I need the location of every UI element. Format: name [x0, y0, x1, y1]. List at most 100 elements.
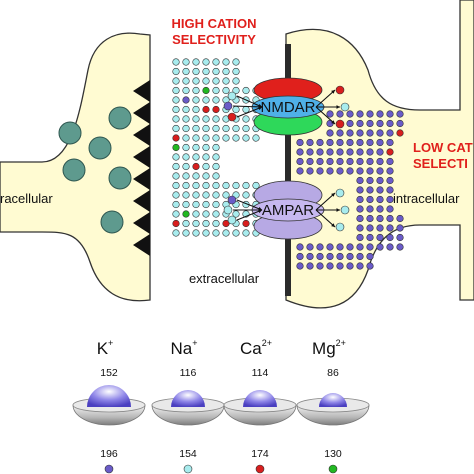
ion-dot: [182, 105, 190, 114]
ion-dot: [356, 129, 364, 137]
ion-dot: [172, 115, 180, 123]
ion-dot: [386, 214, 394, 223]
ion-dot: [222, 58, 230, 66]
ion-dot: [202, 96, 210, 104]
ion-dot: [182, 96, 190, 104]
nmdar-label: NMDAR: [261, 99, 316, 116]
ion-dot: [306, 167, 314, 175]
ion-dot: [192, 77, 200, 85]
ion-dot: [192, 134, 200, 142]
high-selectivity-label-line2: SELECTIVITY: [172, 32, 256, 47]
ion-dot: [192, 143, 200, 152]
ion-charge: 2+: [262, 338, 272, 348]
ion-dot: [366, 262, 374, 270]
high-selectivity-label-line1: HIGH CATION: [172, 16, 257, 31]
ion-dot: [356, 186, 364, 194]
ion-dot: [346, 243, 354, 251]
ion-dot: [316, 157, 324, 166]
ion-dot: [242, 115, 250, 123]
ion-color-dot: [255, 464, 265, 474]
ion-dot: [366, 214, 374, 223]
ion-dot: [296, 167, 304, 175]
ion-dot: [366, 129, 374, 137]
ion-dot: [386, 233, 394, 242]
ion-dot: [346, 138, 354, 147]
ion-dot: [172, 153, 180, 161]
low-selectivity-label-line2: SELECTI: [413, 156, 468, 171]
extracellular-label: extracellular: [189, 271, 260, 286]
ion-dot: [172, 143, 180, 152]
synaptic-vesicles: [58, 106, 132, 234]
ion-dot: [172, 210, 180, 218]
ion-dot: [335, 222, 345, 232]
ion-dot: [212, 134, 220, 142]
ion-dot: [306, 252, 314, 261]
ion-dot: [346, 110, 354, 118]
ion-dot: [386, 157, 394, 166]
ion-dot: [366, 119, 374, 128]
ion-dot: [326, 110, 334, 118]
ion-dot: [356, 148, 364, 156]
ion-dot: [212, 96, 220, 104]
ion-dot: [192, 219, 200, 228]
vesicle: [62, 158, 86, 182]
ion-dot: [356, 157, 364, 166]
ion-dot: [316, 262, 324, 270]
ion-dot: [227, 112, 237, 122]
ion-dot: [212, 58, 220, 66]
ampar-receptor: AMPAR: [251, 180, 325, 240]
ion-top-value: 114: [252, 367, 269, 379]
hydration-dome: [243, 390, 277, 407]
ion-dot: [182, 134, 190, 142]
vesicle: [108, 106, 132, 130]
ion-dot: [366, 176, 374, 185]
ion-dot: [182, 200, 190, 209]
ion-dot: [356, 243, 364, 251]
ion-dot: [366, 252, 374, 261]
ion-dot: [340, 205, 350, 215]
ion-dot: [172, 86, 180, 95]
hydration-dome: [319, 393, 347, 407]
ion-dot: [335, 85, 345, 95]
ion-dot: [346, 167, 354, 175]
ion-dot: [192, 229, 200, 237]
ion-dot: [242, 219, 250, 228]
ion-dot: [222, 181, 230, 190]
ion-color-dot: [104, 464, 114, 474]
ion-dot: [346, 262, 354, 270]
ion-dot: [182, 86, 190, 95]
ion-dot: [192, 153, 200, 161]
ion-charge: +: [192, 338, 197, 348]
ion-dot: [386, 176, 394, 185]
ion-dot: [326, 252, 334, 261]
ion-dot: [192, 96, 200, 104]
ion-dot: [356, 205, 364, 213]
ion-dot: [192, 210, 200, 218]
ion-dot: [202, 134, 210, 142]
ion-dot: [366, 243, 374, 251]
ion-dot: [316, 138, 324, 147]
ion-dot: [356, 138, 364, 147]
ion-dot: [326, 138, 334, 147]
ion-dot: [386, 129, 394, 137]
ion-dot: [376, 110, 384, 118]
ion-dot: [192, 67, 200, 76]
ion-dot: [227, 195, 237, 205]
ion-bottom-value: 174: [251, 448, 269, 460]
ion-dot: [192, 124, 200, 133]
ion-dot: [376, 176, 384, 185]
ion-dot: [172, 134, 180, 142]
ion-dot: [202, 210, 210, 218]
nmdar-receptor: NMDAR: [251, 77, 325, 136]
ion-dot: [376, 205, 384, 213]
ion-dot: [386, 195, 394, 204]
ion-dot: [386, 167, 394, 175]
ion-dot: [336, 157, 344, 166]
ion-dot: [396, 243, 404, 251]
ion-dot: [296, 138, 304, 147]
ion-dot: [212, 229, 220, 237]
ion-dot: [182, 181, 190, 190]
ion-dot: [202, 143, 210, 152]
